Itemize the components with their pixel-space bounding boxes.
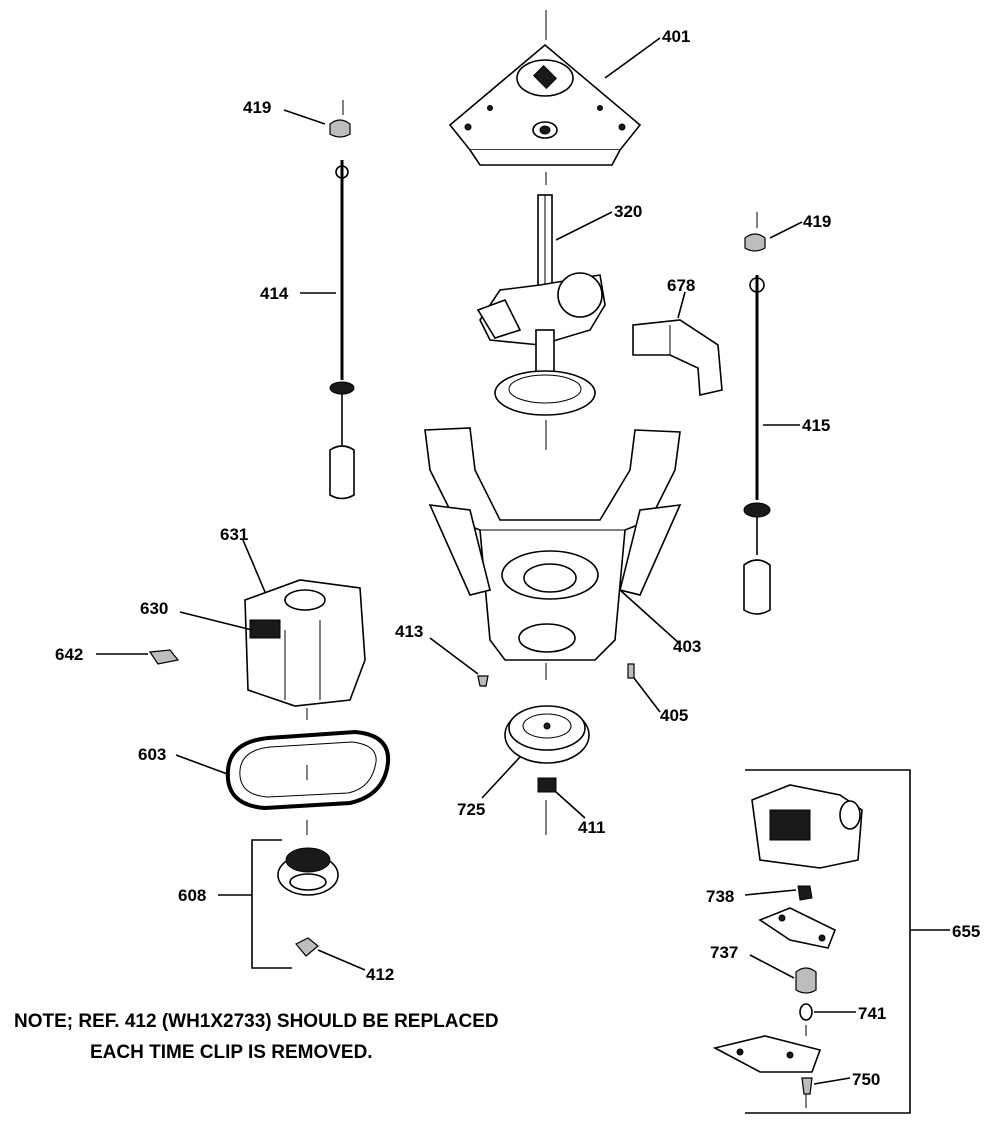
callout-608: 608 — [178, 886, 206, 905]
callout-741: 741 — [858, 1004, 886, 1023]
callout-642: 642 — [55, 645, 83, 664]
part-678-bracket — [632, 319, 723, 396]
part-320-transmission — [476, 194, 606, 416]
leader-630 — [179, 611, 253, 631]
callout-401: 401 — [662, 27, 690, 46]
leader-401 — [604, 37, 661, 79]
leader-412 — [317, 949, 366, 971]
part-414-suspension-rod — [329, 160, 355, 500]
pump-bracket-plate — [758, 907, 837, 949]
part-411-nut — [537, 777, 557, 793]
leader-419-left — [283, 109, 326, 125]
part-419-cap-right — [744, 233, 766, 252]
callout-403: 403 — [673, 637, 701, 656]
part-603-belt — [225, 729, 391, 811]
callout-725: 725 — [457, 800, 485, 819]
callout-405: 405 — [660, 706, 688, 725]
part-750-screw — [801, 1077, 813, 1095]
callout-411: 411 — [578, 818, 605, 837]
callout-738: 738 — [706, 887, 734, 906]
leader-419-right — [769, 221, 803, 239]
part-738-fastener — [797, 885, 813, 901]
bracket-608-412 — [251, 839, 292, 969]
callout-603: 603 — [138, 745, 166, 764]
leader-737 — [749, 954, 795, 979]
note-line-2: EACH TIME CLIP IS REMOVED. — [90, 1042, 373, 1063]
callout-631: 631 — [220, 525, 248, 544]
callout-750: 750 — [852, 1070, 880, 1089]
leader-603 — [175, 754, 231, 776]
part-419-cap-left — [329, 119, 351, 138]
callout-419-left: 419 — [243, 98, 271, 117]
part-415-suspension-rod — [743, 275, 771, 615]
mount-plate — [712, 1035, 822, 1073]
note-line-1: NOTE; REF. 412 (WH1X2733) SHOULD BE REPL… — [14, 1011, 499, 1032]
callout-737: 737 — [710, 943, 738, 962]
part-725-pulley — [504, 705, 590, 764]
leader-631 — [242, 539, 266, 593]
callout-412: 412 — [366, 965, 394, 984]
callout-678: 678 — [667, 276, 695, 295]
leader-678 — [677, 291, 686, 319]
part-737-grommet — [795, 967, 817, 994]
part-413-screw — [477, 675, 489, 687]
callout-414: 414 — [260, 284, 289, 303]
part-405-screw — [627, 663, 635, 679]
part-642-clip — [148, 649, 180, 665]
part-655-pump — [751, 784, 863, 869]
part-412-clip — [295, 937, 319, 957]
part-608-pump-pulley — [277, 847, 339, 896]
callout-419-right: 419 — [803, 212, 831, 231]
leader-405 — [633, 677, 661, 713]
callout-415: 415 — [802, 416, 830, 435]
part-403-base-frame — [424, 427, 682, 661]
leader-738 — [744, 889, 797, 896]
leader-725 — [481, 756, 521, 799]
callout-630: 630 — [140, 599, 168, 618]
leader-320 — [555, 211, 613, 241]
callout-320: 320 — [614, 202, 642, 221]
callout-655: 655 — [952, 922, 980, 941]
leader-413 — [429, 637, 479, 675]
leader-403 — [619, 589, 681, 645]
part-631-motor — [244, 579, 366, 707]
bracket-655 — [745, 769, 911, 1114]
leader-750 — [813, 1077, 851, 1085]
part-401-cover — [448, 43, 642, 166]
part-741-washer — [799, 1003, 813, 1021]
leader-411 — [555, 791, 586, 819]
callout-413: 413 — [395, 622, 423, 641]
